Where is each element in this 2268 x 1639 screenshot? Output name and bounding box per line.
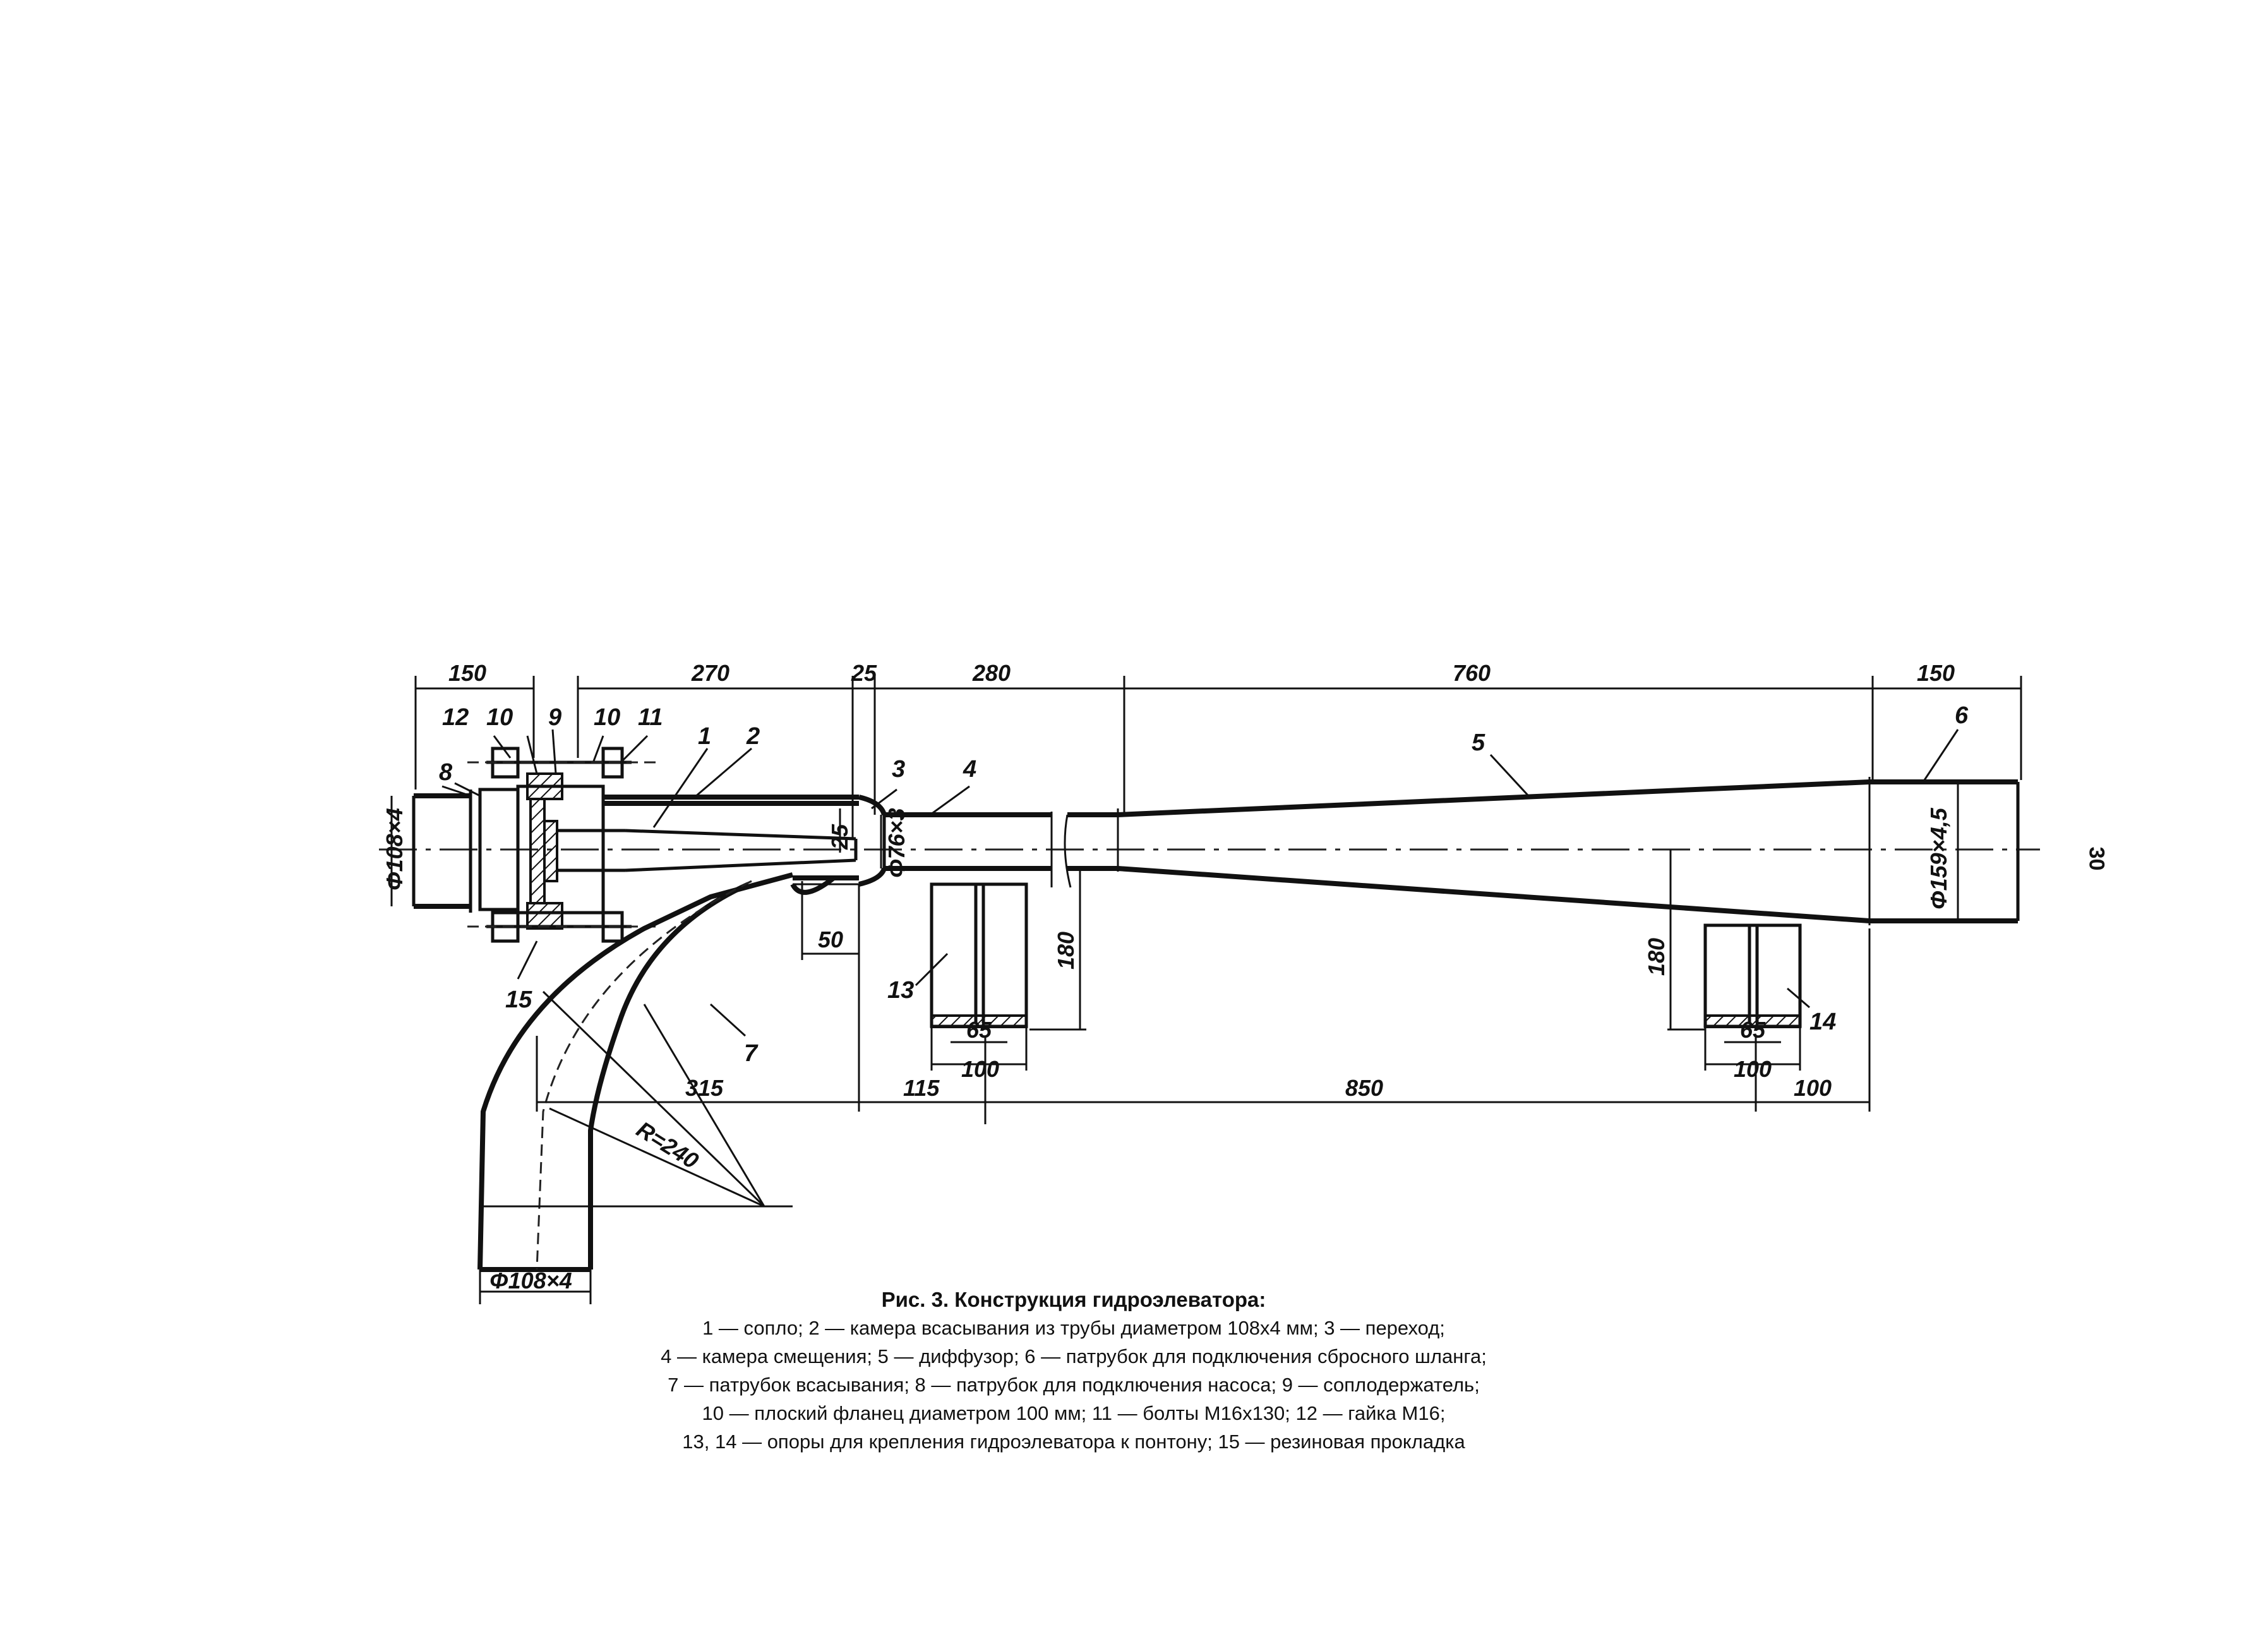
caption-line: 13, 14 — опоры для крепления гидроэлеват… (682, 1431, 1465, 1453)
pump-connection-pipe-8 (412, 785, 472, 913)
dim-top-270: 270 (691, 660, 729, 686)
dim-bottom-850: 850 (1345, 1075, 1383, 1101)
position-14: 14 (1809, 1009, 1836, 1035)
dim-180-right: 180 (1643, 938, 1669, 976)
discharge-pipe-6 (1868, 777, 2020, 925)
position-15: 15 (505, 987, 532, 1013)
mixing-chamber-4 (884, 812, 1118, 888)
support-14 (1703, 923, 1802, 1028)
position-3: 3 (892, 756, 905, 783)
position-10-left: 10 (486, 704, 513, 731)
dim-50: 50 (818, 927, 843, 952)
position-9: 9 (548, 704, 561, 731)
position-5: 5 (1472, 729, 1485, 756)
position-10-right: 10 (594, 704, 620, 731)
position-8: 8 (439, 759, 453, 786)
dimension-lines (390, 676, 2022, 1304)
dim-bottom-315: 315 (685, 1075, 724, 1101)
position-4: 4 (963, 756, 976, 783)
position-12: 12 (442, 704, 469, 731)
caption-title: Рис. 3. Конструкция гидроэлеватора: (881, 1288, 1266, 1311)
caption-line: 10 — плоский фланец диаметром 100 мм; 11… (702, 1402, 1446, 1424)
figure-caption: Рис. 3. Конструкция гидроэлеватора: 1 — … (632, 1285, 1516, 1456)
dim-bottom-100: 100 (1794, 1075, 1832, 1101)
dim-100-right: 100 (1734, 1056, 1772, 1082)
support-13 (930, 882, 1028, 1028)
dim-diameter-108-left: Φ108×4 (381, 808, 407, 891)
dim-top-760: 760 (1453, 660, 1491, 686)
suction-pipe-7 (477, 872, 836, 1272)
dim-100-left: 100 (961, 1056, 999, 1082)
suction-chamber-2 (603, 795, 859, 886)
position-labels: 1 2 3 4 5 6 7 8 9 10 10 11 12 13 14 15 (439, 702, 1969, 1067)
dim-diameter-76: Φ76×3 (884, 808, 909, 878)
dim-diameter-159: Φ159×4,5 (1926, 807, 1952, 910)
caption-line: 7 — патрубок всасывания; 8 — патрубок дл… (668, 1374, 1480, 1396)
dimension-labels: 150 270 25 280 760 150 50 25 180 180 65 … (381, 660, 1955, 1294)
position-13: 13 (887, 977, 914, 1004)
position-2: 2 (746, 723, 760, 750)
flange-assembly (467, 747, 657, 943)
dim-25-vertical: 25 (827, 824, 853, 850)
dim-top-150-right: 150 (1917, 660, 1955, 686)
dim-radius: R=240 (632, 1116, 704, 1174)
dim-top-150-left: 150 (448, 660, 486, 686)
dim-diameter-108-bottom: Φ108×4 (489, 1268, 572, 1294)
dim-65-right: 65 (1740, 1017, 1766, 1043)
dim-top-280: 280 (972, 660, 1011, 686)
position-11: 11 (638, 704, 663, 731)
position-7: 7 (744, 1040, 759, 1067)
caption-line: 4 — камера смещения; 5 — диффузор; 6 — п… (661, 1345, 1487, 1367)
page-number: 30 (2084, 846, 2109, 871)
nozzle-1 (556, 829, 858, 872)
dim-top-25: 25 (851, 660, 877, 686)
caption-line: 1 — сопло; 2 — камера всасывания из труб… (702, 1317, 1445, 1339)
dim-bottom-115: 115 (903, 1075, 940, 1101)
dim-180-left: 180 (1053, 932, 1079, 970)
position-6: 6 (1955, 702, 1969, 729)
position-1: 1 (698, 723, 711, 750)
diffuser-5 (1117, 779, 1870, 923)
dim-65-left: 65 (966, 1017, 992, 1043)
